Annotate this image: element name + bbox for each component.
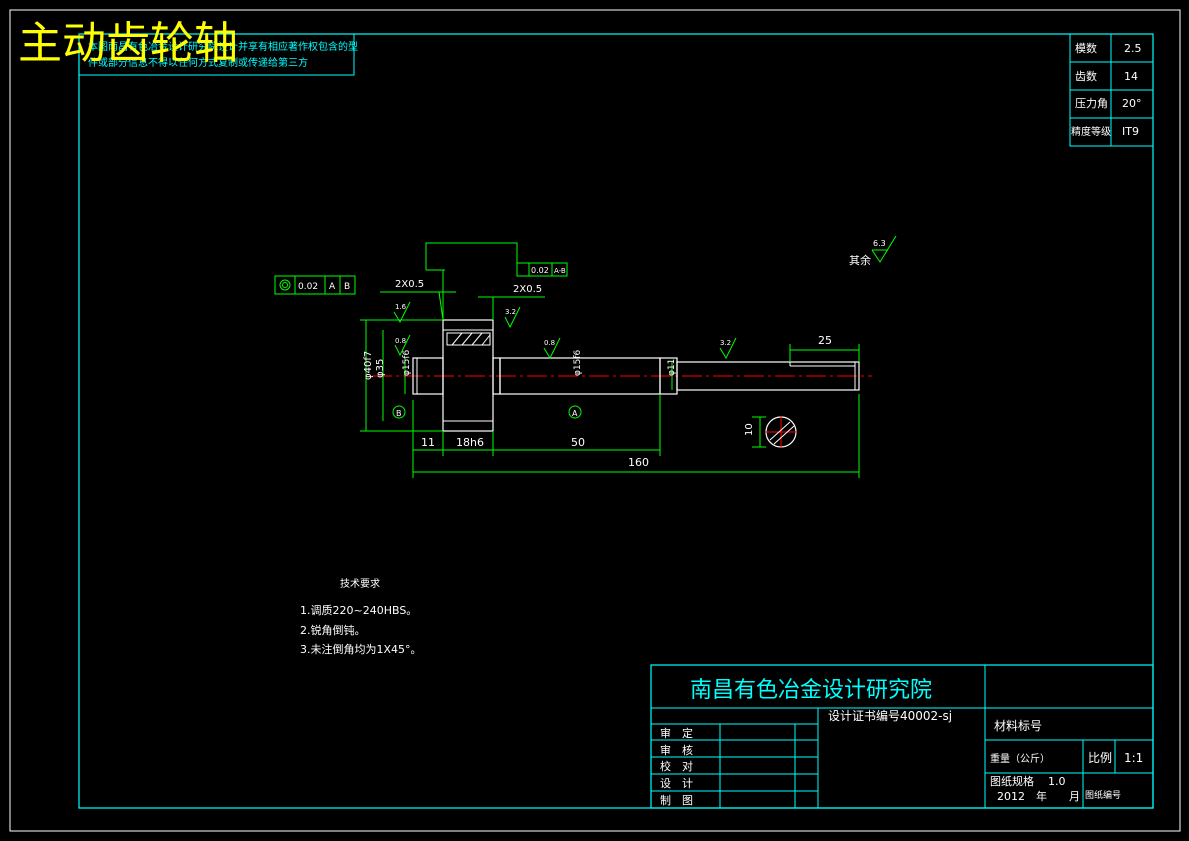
role-approve: 审 定 [660,726,693,740]
surface-finish-rest: 其余 6.3 [849,235,897,267]
notice-line-2: 件或部分信息不得以任何方式复制或传递给第三方 [88,56,308,69]
tech-requirements: 技术要求 1.调质220~240HBS。 2.锐角倒钝。 3.未注倒角均为1X4… [300,577,422,656]
dim-chamfer-right: 2X0.5 [513,284,542,295]
outer-border [9,9,1181,832]
svg-text:A: A [572,409,578,418]
param-value-pressure-angle: 20° [1122,97,1142,110]
param-value-teeth: 14 [1124,70,1138,83]
svg-text:0.02: 0.02 [531,266,549,275]
datum-markers: B A [392,405,582,419]
param-label-accuracy: 精度等级 [1071,125,1111,138]
notice-line-1: 本图南昌有色冶金设计研究院设计并享有相应著作权包含的型 [88,40,358,53]
scale-value: 1:1 [1124,751,1143,765]
tech-item-3: 3.未注倒角均为1X45°。 [300,642,422,656]
svg-text:1.6: 1.6 [395,303,407,311]
shaft-drawing: 10 [372,319,872,448]
copyright-notice: 本图南昌有色冶金设计研究院设计并享有相应著作权包含的型 件或部分信息不得以任何方… [78,33,358,76]
tolerance-frame-runout: 0.02 A B [274,275,356,295]
svg-text:B: B [396,409,402,418]
weight-label: 重量（公斤） [990,752,1050,765]
drawing-frame [78,33,1154,809]
svg-text:3.2: 3.2 [720,339,731,347]
date-text: 2012 年 月 [997,789,1080,803]
svg-text:0.02: 0.02 [298,282,318,292]
svg-text:0.8: 0.8 [395,337,406,345]
cert-number: 设计证书编号40002-sj [828,708,952,723]
dim-chamfer-left: 2X0.5 [395,279,424,290]
svg-text:3.2: 3.2 [505,308,516,316]
svg-text:A: A [329,282,336,292]
role-draw: 制 图 [660,794,693,807]
param-label-pressure-angle: 压力角 [1075,97,1108,110]
material-label: 材料标号 [994,719,1042,733]
dim-total-length: 160 [628,456,649,469]
role-check: 校 对 [660,759,693,773]
tech-item-2: 2.锐角倒钝。 [300,623,366,637]
title-block: 南昌有色冶金设计研究院 设计证书编号40002-sj 材料标号 审 定 审 核 … [650,664,1154,809]
dim-len-50: 50 [571,436,585,449]
tech-item-1: 1.调质220~240HBS。 [300,604,417,617]
dim-dia-end: φ11 [667,359,677,376]
role-design: 设 计 [660,777,693,790]
dim-dia-35: φ35 [375,359,386,378]
scale-label: 比例 [1088,751,1112,765]
dim-key-depth: 10 [744,423,755,436]
dim-dia-tip: φ40f7 [363,351,374,380]
svg-text:0.8: 0.8 [544,339,555,347]
dim-gear-width: 18h6 [456,436,484,449]
gear-param-table: 模数 2.5 齿数 14 压力角 20° 精度等级 IT9 [1069,33,1154,147]
svg-text:6.3: 6.3 [873,239,886,248]
param-value-accuracy: IT9 [1122,125,1139,138]
svg-text:A-B: A-B [554,267,566,275]
left-journal [412,357,444,395]
param-value-module: 2.5 [1124,42,1142,55]
dimensions: 160 11 18h6 50 25 φ40f7 φ35 φ15f6 φ15f6 … [360,279,860,478]
dim-len-11: 11 [421,436,435,449]
sheet-spec-value: 1.0 [1048,775,1066,788]
drawing-no-label: 图纸编号 [1085,789,1121,801]
role-review: 审 核 [660,743,693,757]
svg-text:其余: 其余 [849,253,871,267]
end-shaft [676,361,860,391]
drawing-title: 主动齿轮轴 [18,18,238,69]
param-label-module: 模数 [1075,42,1097,55]
param-label-teeth: 齿数 [1075,70,1097,83]
roughness-symbols: 1.6 0.8 3.2 0.8 3.2 [393,301,737,360]
tech-heading: 技术要求 [340,577,380,590]
dim-dia-bearing-right: φ15f6 [573,349,583,376]
sheet-spec-label: 图纸规格 [990,774,1034,788]
institute-name: 南昌有色冶金设计研究院 [690,678,932,703]
svg-text:B: B [344,282,350,292]
tolerance-frame-circular: 0.02 A-B [425,242,568,320]
dim-dia-bearing-left: φ15f6 [402,349,412,376]
dim-key-length: 25 [818,334,832,347]
